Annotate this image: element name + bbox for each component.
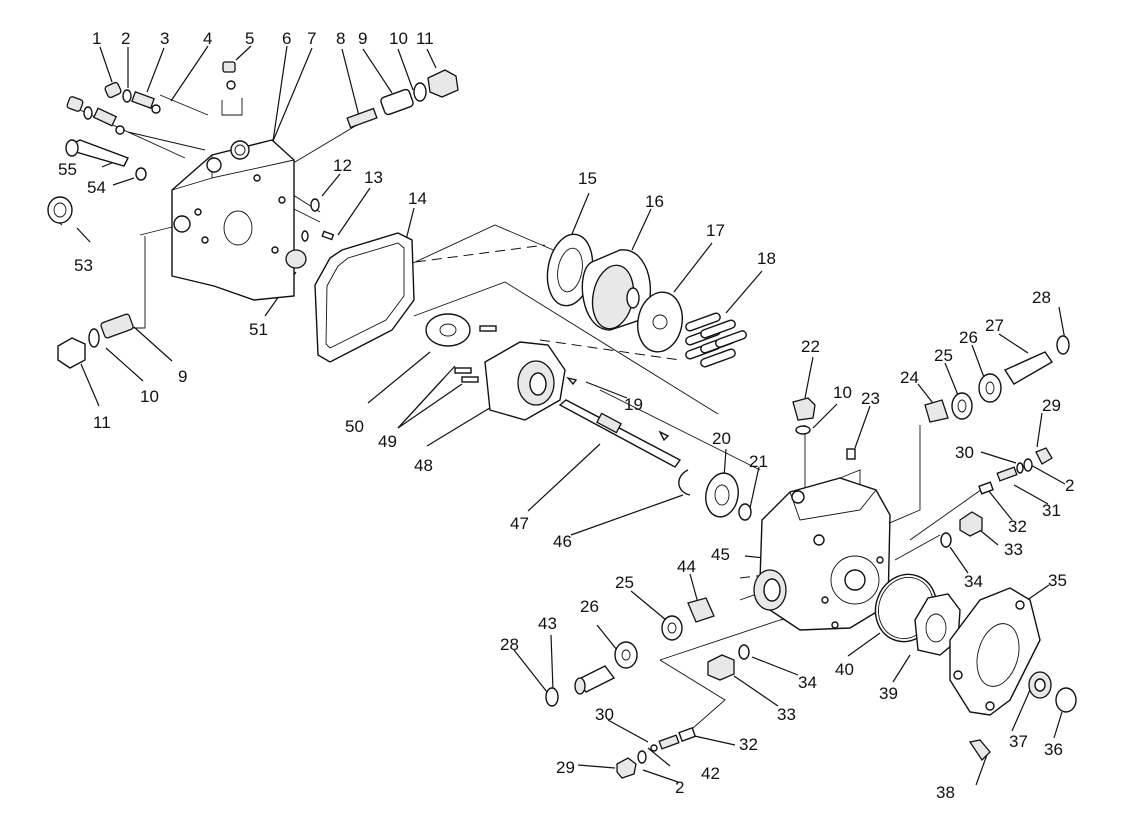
callout-49: 49	[378, 432, 397, 451]
callout-labels: 1 2 3 4 5 6 7 8 9 10 11 55 54 53 12 13 1…	[58, 29, 1074, 802]
callout-20: 20	[712, 429, 731, 448]
callout-9b: 9	[178, 367, 187, 386]
callout-25b: 25	[615, 573, 634, 592]
callout-32b: 32	[739, 735, 758, 754]
callout-44: 44	[677, 557, 696, 576]
callout-38: 38	[936, 783, 955, 802]
callout-28b: 28	[500, 635, 519, 654]
callout-26b: 26	[580, 597, 599, 616]
callout-39: 39	[879, 684, 898, 703]
callout-17: 17	[706, 221, 725, 240]
callout-25: 25	[934, 346, 953, 365]
callout-30: 30	[955, 443, 974, 462]
callout-1: 1	[92, 29, 101, 48]
swashplate-group	[425, 313, 670, 442]
callout-42: 42	[701, 764, 720, 783]
callout-10: 10	[389, 29, 408, 48]
callout-24: 24	[900, 368, 919, 387]
callout-32: 32	[1008, 517, 1027, 536]
callout-4: 4	[203, 29, 212, 48]
pump-housing	[753, 397, 891, 631]
end-cover-assembly	[47, 61, 459, 369]
drive-shaft	[558, 399, 752, 521]
callout-11: 11	[416, 29, 434, 48]
rotating-group	[546, 233, 747, 368]
callout-9: 9	[358, 29, 367, 48]
callout-21: 21	[749, 452, 768, 471]
callout-22: 22	[801, 337, 820, 356]
callout-8: 8	[336, 29, 345, 48]
callout-53: 53	[74, 256, 93, 275]
callout-35: 35	[1048, 571, 1067, 590]
callout-10b: 10	[140, 387, 159, 406]
callout-46: 46	[553, 532, 572, 551]
callout-29: 29	[1042, 396, 1061, 415]
callout-7: 7	[307, 29, 316, 48]
callout-31: 31	[1042, 501, 1061, 520]
callout-5: 5	[245, 29, 254, 48]
callout-50: 50	[345, 417, 364, 436]
callout-45: 45	[711, 545, 730, 564]
charge-pump-group	[874, 573, 1077, 762]
gasket	[314, 232, 415, 363]
callout-15: 15	[578, 169, 597, 188]
callout-16: 16	[645, 192, 664, 211]
callout-19: 19	[624, 395, 643, 414]
callout-30b: 30	[595, 705, 614, 724]
callout-3: 3	[160, 29, 169, 48]
callout-36: 36	[1044, 740, 1063, 759]
callout-54: 54	[87, 178, 106, 197]
callout-40: 40	[835, 660, 854, 679]
callout-18: 18	[757, 249, 776, 268]
callout-55: 55	[58, 160, 77, 179]
callout-2b: 2	[1065, 476, 1074, 495]
lower-left-parts	[545, 597, 750, 779]
callout-26: 26	[959, 328, 978, 347]
callout-2: 2	[121, 29, 130, 48]
callout-11b: 11	[93, 413, 111, 432]
callout-12: 12	[333, 156, 352, 175]
callout-6: 6	[282, 29, 291, 48]
callout-27: 27	[985, 316, 1004, 335]
callout-14: 14	[408, 189, 427, 208]
callout-29b: 29	[556, 758, 575, 777]
callout-10c: 10	[833, 383, 852, 402]
callout-33: 33	[1004, 540, 1023, 559]
callout-51: 51	[249, 320, 268, 339]
callout-47: 47	[510, 514, 529, 533]
callout-23: 23	[861, 389, 880, 408]
callout-48: 48	[414, 456, 433, 475]
callout-37: 37	[1009, 732, 1028, 751]
callout-33b: 33	[777, 705, 796, 724]
callout-28: 28	[1032, 288, 1051, 307]
callout-34b: 34	[798, 673, 817, 692]
callout-34: 34	[964, 572, 983, 591]
upper-right-parts	[924, 335, 1070, 548]
callout-43: 43	[538, 614, 557, 633]
callout-13: 13	[364, 168, 383, 187]
callout-2c: 2	[675, 778, 684, 797]
